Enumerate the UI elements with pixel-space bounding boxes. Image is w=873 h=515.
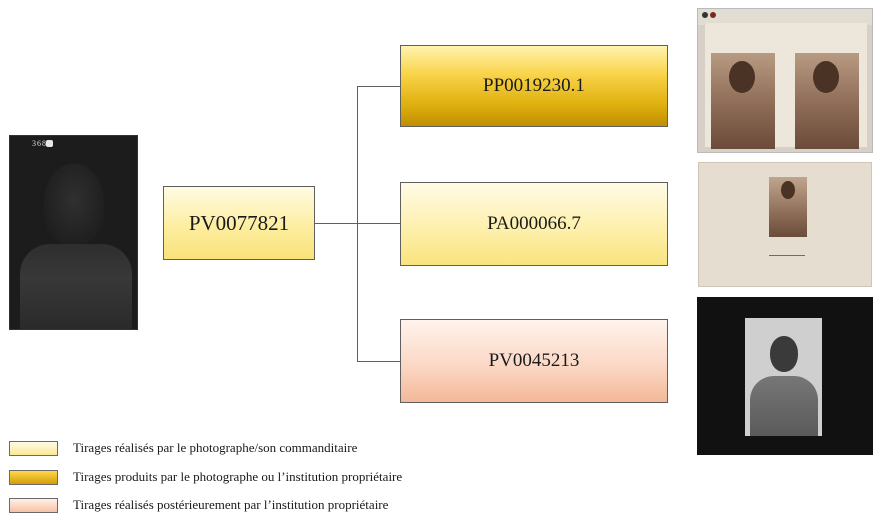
connector-branch-2 <box>357 223 400 224</box>
legend-swatch-salmon <box>9 497 58 513</box>
print-photo-2 <box>698 162 872 287</box>
print-photo-3 <box>697 297 873 455</box>
connector-branch-1 <box>357 86 400 87</box>
negative-face <box>44 164 104 244</box>
portrait-print <box>745 318 822 436</box>
branch-box-3: PV0045213 <box>400 319 668 403</box>
card-header <box>698 9 872 25</box>
legend-label: Tirages réalisés postérieurement par l’i… <box>73 497 389 512</box>
negative-body <box>20 244 132 329</box>
legend-item-3: Tirages réalisés postérieurement par l’i… <box>9 496 388 514</box>
signature <box>769 249 805 256</box>
root-box: PV0077821 <box>163 186 315 260</box>
legend-item-2: Tirages produits par le photographe ou l… <box>9 468 402 486</box>
legend-swatch-light-yellow <box>9 440 58 456</box>
connector-vertical <box>357 86 358 362</box>
legend-label: Tirages produits par le photographe ou l… <box>73 469 403 484</box>
legend-label: Tirages réalisés par le photographe/son … <box>73 440 358 455</box>
legend-item-1: Tirages réalisés par le photographe/son … <box>9 439 357 457</box>
connector-branch-3 <box>357 361 400 362</box>
branch-box-1: PP0019230.1 <box>400 45 668 127</box>
legend-swatch-gold <box>9 469 58 485</box>
negative-label: 3685 <box>32 139 52 148</box>
negative-spot <box>46 140 53 147</box>
glass-negative-photo: 3685 <box>9 135 138 330</box>
print-photo-1 <box>697 8 873 153</box>
portrait-profile <box>795 53 859 149</box>
portrait-small <box>769 177 807 237</box>
card-sheet <box>705 23 867 149</box>
portrait-front <box>711 53 775 149</box>
connector-root <box>315 223 358 224</box>
branch-box-2: PA000066.7 <box>400 182 668 266</box>
